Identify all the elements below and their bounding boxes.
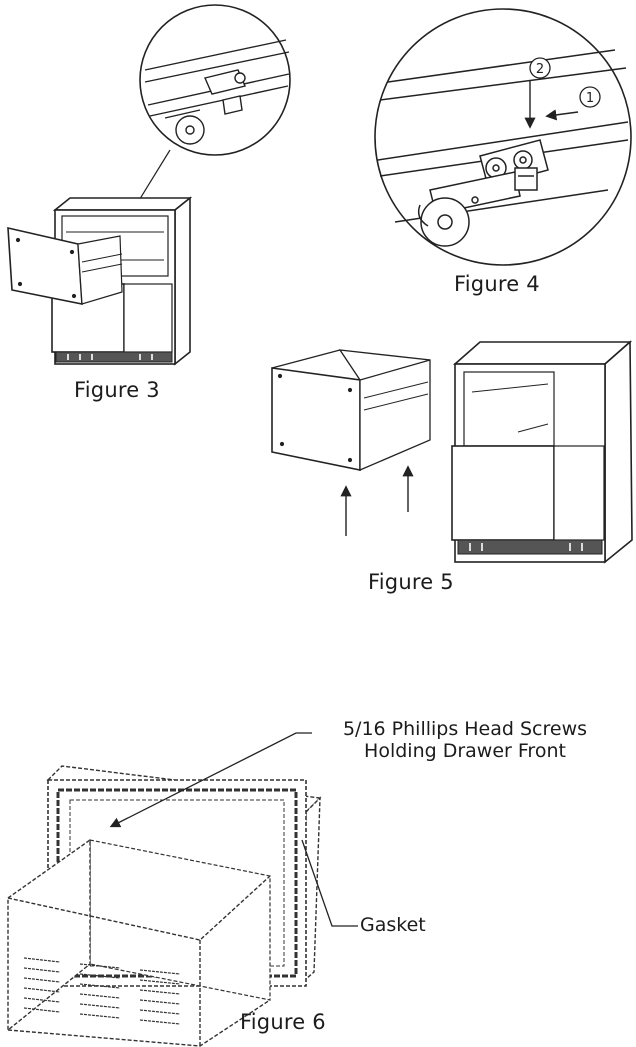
- figure6-gasket-leader: [301, 839, 358, 927]
- figure4-step-2-circle: [529, 57, 551, 79]
- figure6-caption: Figure 6: [240, 1010, 326, 1034]
- figure4-magnifier: [374, 8, 632, 266]
- figure5-cabinet: [451, 340, 633, 564]
- figure3-illustration: [7, 4, 291, 366]
- figure6-screws-callout: 5/16 Phillips Head Screws Holding Drawer…: [300, 718, 630, 762]
- figure3-caption: Figure 3: [74, 378, 160, 402]
- figure4-rail-detail: [377, 49, 629, 247]
- figure4-step-2-label: 2: [536, 62, 544, 77]
- figure6-gasket-callout: Gasket: [360, 914, 426, 936]
- figure6-screws-line2: Holding Drawer Front: [364, 740, 566, 762]
- figure5-caption: Figure 5: [368, 570, 454, 594]
- figure4-caption: Figure 4: [454, 272, 540, 296]
- figure4-illustration: [374, 8, 632, 266]
- figure3-rail-detail: [144, 39, 290, 145]
- figure4-arrow-1: [545, 109, 579, 121]
- figure5-illustration: [271, 340, 633, 564]
- figure6-screws-leader: [109, 732, 312, 828]
- figure5-drawer: [271, 349, 431, 471]
- figure6-vents: [23, 957, 181, 1025]
- figure6-illustration: [7, 765, 322, 1047]
- figure6-screws-line1: 5/16 Phillips Head Screws: [342, 718, 588, 740]
- figure4-step-1-label: 1: [586, 91, 594, 106]
- figure4-step-1-circle: [579, 86, 601, 108]
- figure3-cabinet: [7, 196, 193, 366]
